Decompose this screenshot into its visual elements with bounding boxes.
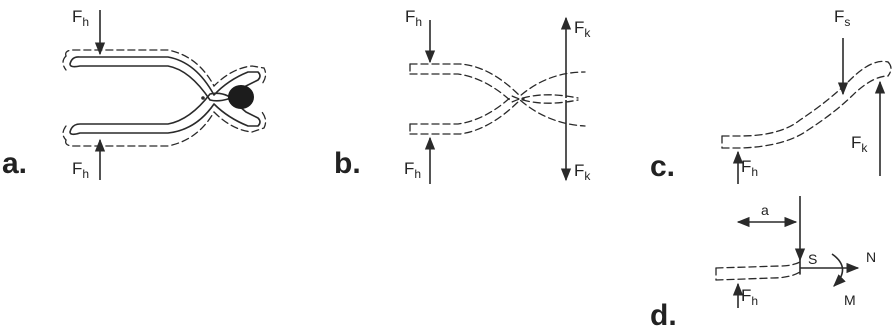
pivot-dot — [201, 96, 205, 100]
force-label-fh-d: Fh — [741, 286, 758, 308]
force-label-fh-bottom-b: Fh — [404, 159, 421, 181]
force-label-fh-top-b: Fh — [405, 7, 422, 29]
jaw-b-upper-outer — [409, 63, 586, 97]
section-d-lower — [715, 271, 801, 281]
section-d-upper — [715, 261, 801, 269]
pliers-deformed-outline-upper — [65, 49, 267, 88]
pivot-dot-b — [521, 97, 525, 101]
pliers-deformed-end-upper — [62, 55, 67, 71]
panel-a: Fh Fh a. — [2, 7, 267, 181]
jaw-b-lower-outer — [409, 99, 586, 135]
jaw-c-lower — [721, 75, 889, 149]
moment-label: M — [844, 292, 856, 308]
force-label-fk-top: Fk — [574, 18, 591, 40]
force-label-fk-c: Fk — [851, 133, 868, 155]
panel-b: Fh Fh Fk Fk b. — [334, 7, 591, 184]
force-label-fk-bottom: Fk — [574, 161, 591, 183]
jaw-c-tip — [887, 61, 892, 77]
dimension-label-a: a — [761, 202, 769, 218]
panel-letter-b: b. — [334, 147, 361, 180]
force-label-fh-bottom: Fh — [72, 159, 89, 181]
force-label-fh-c: Fh — [741, 157, 758, 179]
pliers-deformed-outline-lower — [65, 110, 267, 147]
panel-letter-a: a. — [2, 147, 27, 180]
force-label-fh-top: Fh — [72, 7, 89, 29]
pliers-deformed-end-lower — [62, 125, 67, 141]
jaw-b-lower-inner — [409, 95, 579, 125]
shear-label: S — [808, 251, 817, 267]
gripped-object — [228, 85, 254, 109]
force-label-fs: Fs — [834, 7, 850, 29]
pliers-lower-handle — [69, 92, 261, 136]
panel-letter-c: c. — [650, 150, 675, 183]
panel-letter-d: d. — [650, 299, 677, 330]
jaw-c-upper — [721, 60, 889, 137]
panel-c: Fs Fk Fh c. — [650, 7, 892, 184]
panel-d: a S N M Fh d. — [650, 196, 876, 330]
normal-label: N — [866, 249, 876, 265]
moment-arrow — [831, 253, 846, 287]
pliers-upper-handle — [69, 56, 261, 102]
jaw-b-upper-inner — [409, 73, 579, 103]
